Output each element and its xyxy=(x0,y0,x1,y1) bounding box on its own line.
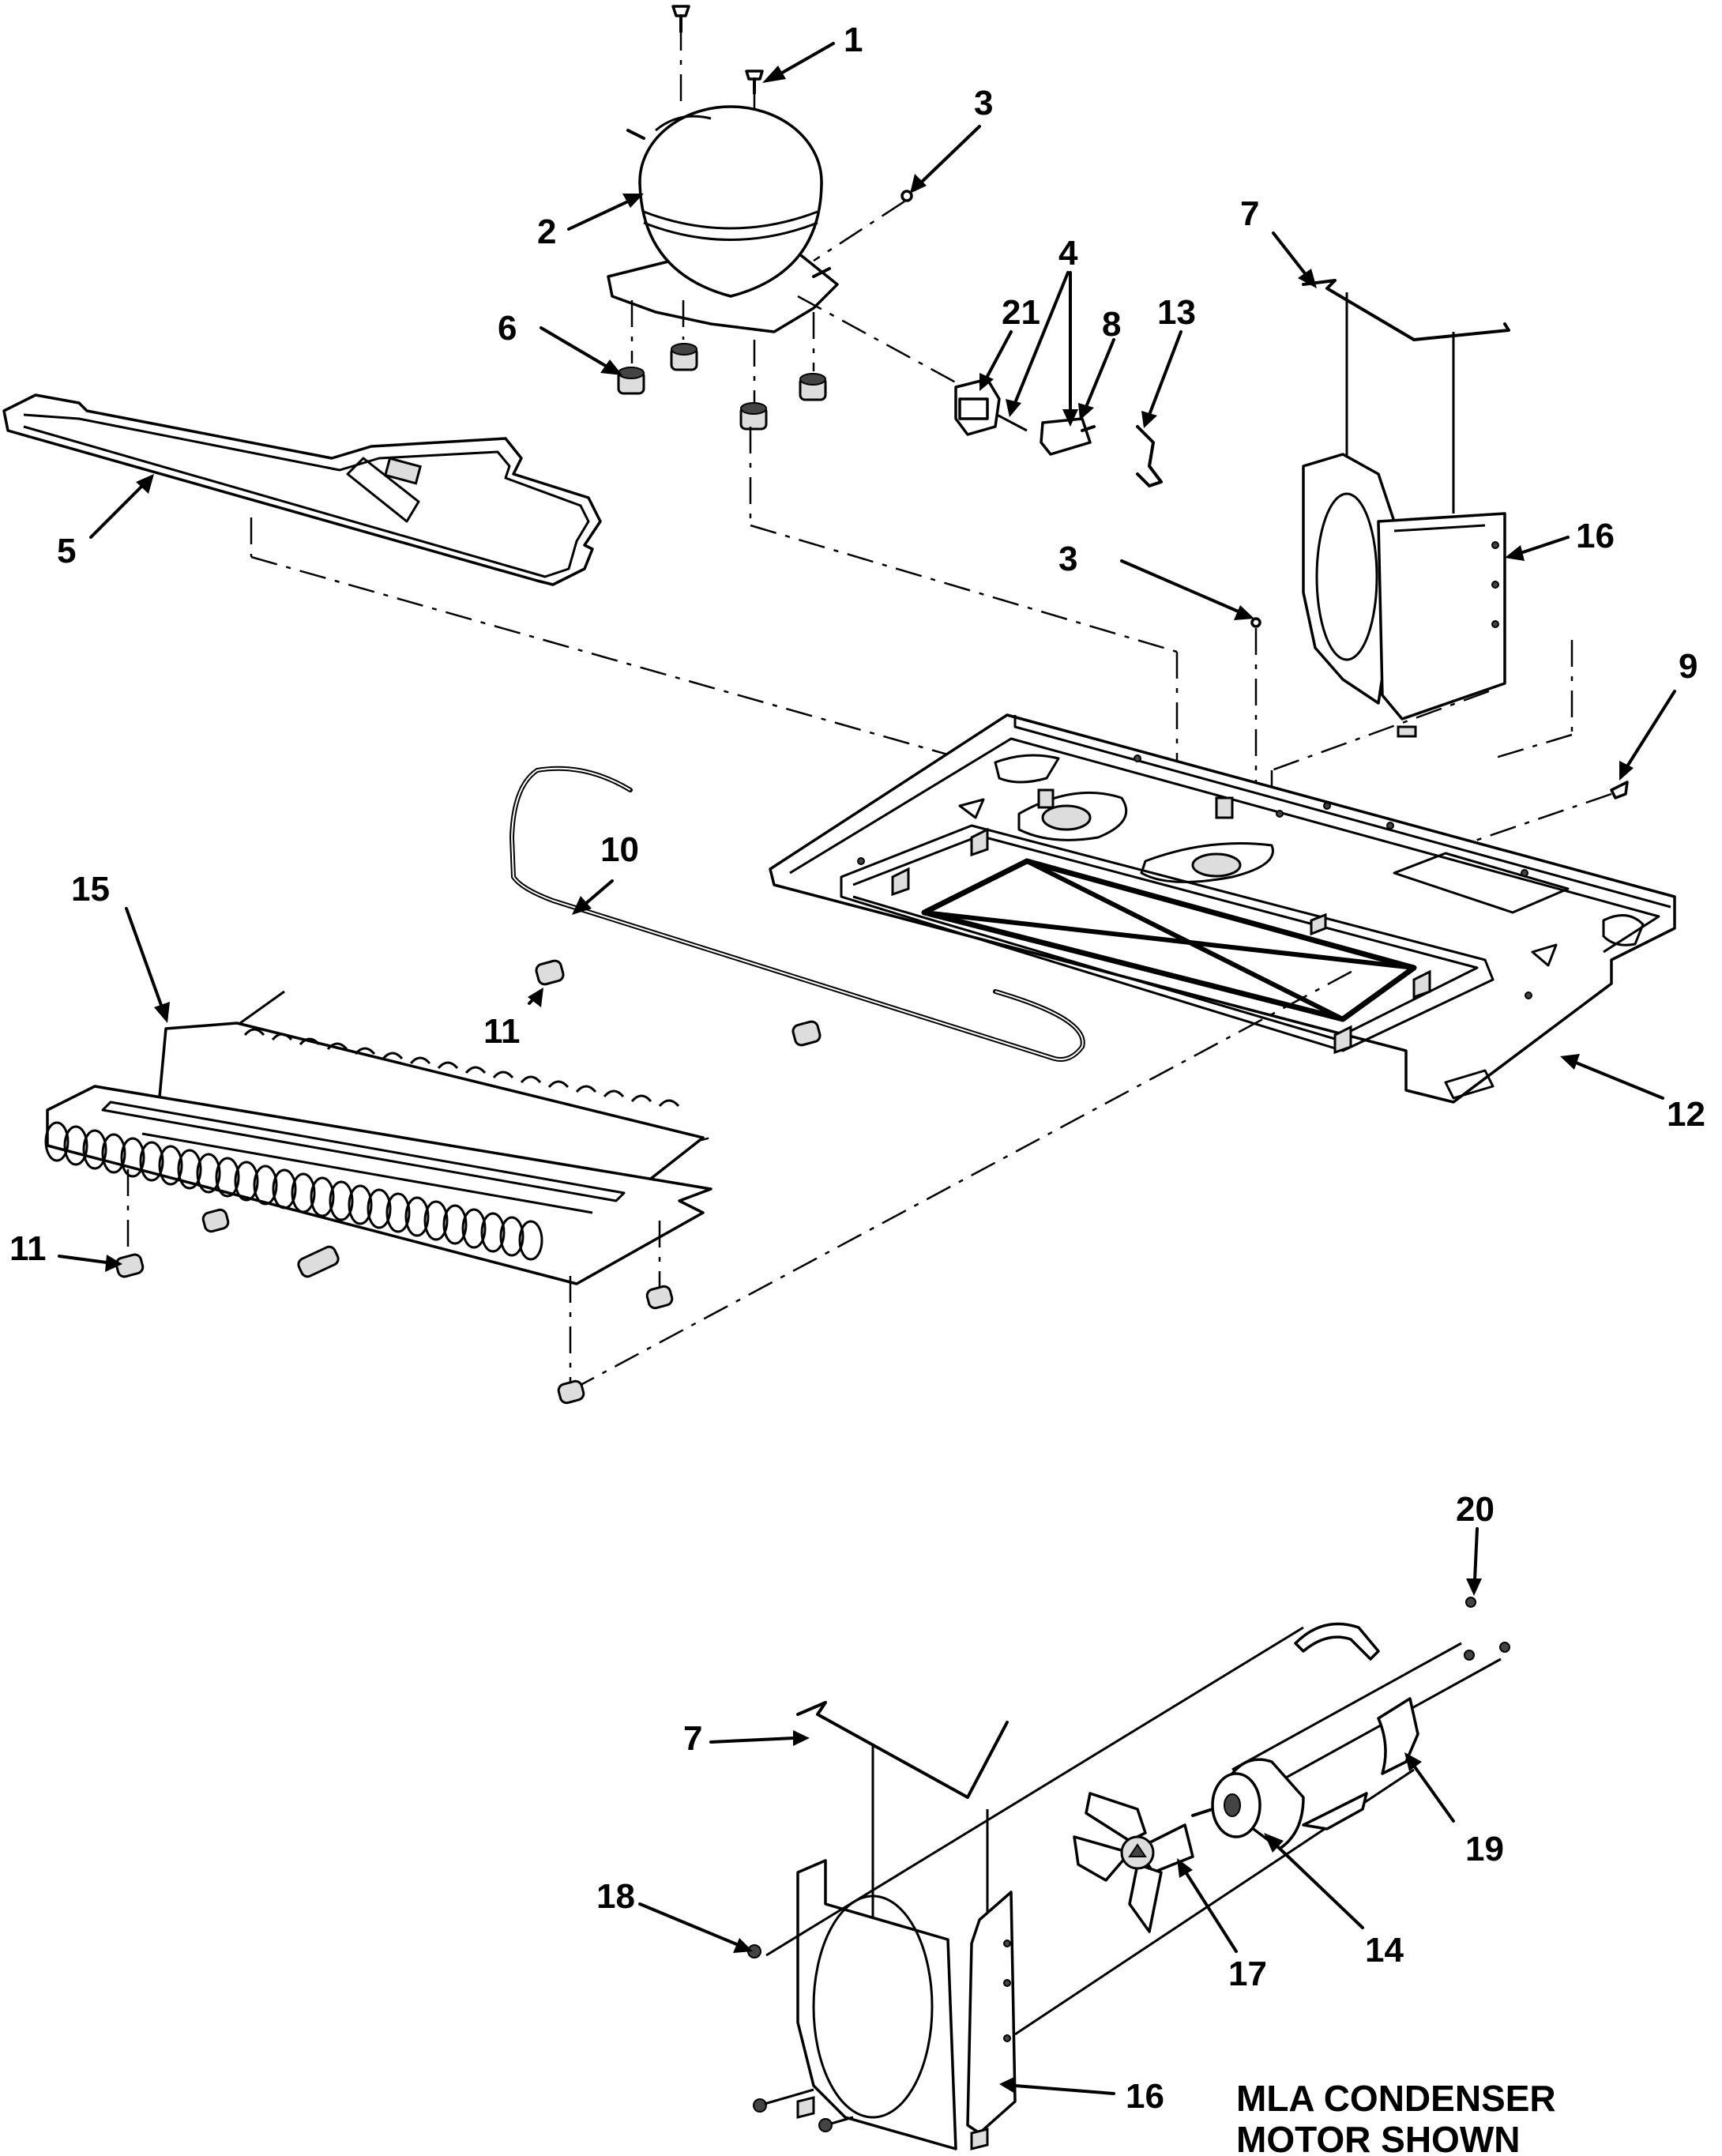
fan-motor-assembly xyxy=(747,1597,1510,2132)
grommet-3 xyxy=(799,373,827,401)
callout-15: 15 xyxy=(71,870,110,909)
callout-5: 5 xyxy=(57,532,76,570)
callout-3-base: 3 xyxy=(1058,540,1077,578)
callout-16-lower: 16 xyxy=(1126,2077,1164,2116)
condenser-shroud-upper xyxy=(1270,453,1573,853)
callout-18: 18 xyxy=(596,1877,635,1916)
callout-11-upper: 11 xyxy=(483,1012,521,1051)
grommet-4 xyxy=(739,402,768,431)
note-line-1: MLA CONDENSER xyxy=(1236,2078,1556,2119)
callout-13: 13 xyxy=(1157,293,1196,332)
callout-16-top: 16 xyxy=(1576,517,1615,555)
callout-14: 14 xyxy=(1365,1931,1404,1970)
drain-pan xyxy=(2,393,976,764)
grommet-2 xyxy=(670,343,698,371)
condenser-coil xyxy=(44,966,1359,1405)
callout-7-lower: 7 xyxy=(683,1719,702,1758)
note-line-2: MOTOR SHOWN xyxy=(1236,2119,1520,2156)
callout-3-top: 3 xyxy=(974,84,993,122)
callout-17: 17 xyxy=(1228,1955,1267,1993)
leader-arrows xyxy=(58,42,1676,2095)
grommets xyxy=(617,300,827,431)
callout-20: 20 xyxy=(1456,1490,1495,1529)
grommet-1 xyxy=(617,367,645,395)
callout-12: 12 xyxy=(1667,1095,1705,1134)
callout-10: 10 xyxy=(600,830,639,869)
callout-2: 2 xyxy=(537,213,556,251)
relay-overload xyxy=(797,295,1096,456)
callout-1: 1 xyxy=(844,21,863,59)
screw-top xyxy=(813,190,913,262)
base-pan xyxy=(769,713,1676,1104)
callout-4: 4 xyxy=(1058,234,1078,273)
callout-7-top: 7 xyxy=(1240,194,1259,233)
callout-labels: 1 2 3 3 4 5 6 7 7 8 9 10 11 11 12 13 14 … xyxy=(9,21,1705,2116)
clip xyxy=(1136,425,1163,487)
condenser-shroud-lower xyxy=(796,1859,1017,2150)
callout-11-lower: 11 xyxy=(9,1229,47,1268)
callout-8: 8 xyxy=(1102,305,1121,344)
condenser-tube xyxy=(509,766,1085,1062)
callout-6: 6 xyxy=(498,309,517,348)
callout-21: 21 xyxy=(1002,293,1040,332)
callout-19: 19 xyxy=(1465,1830,1504,1868)
callout-9: 9 xyxy=(1679,647,1698,686)
compressor xyxy=(607,5,839,411)
